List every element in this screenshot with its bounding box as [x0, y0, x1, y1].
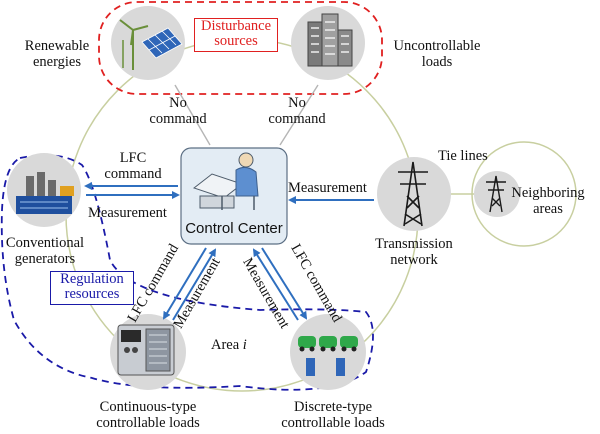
continuous-label-line1: Continuous-type	[99, 399, 197, 415]
control-center-label: Control Center	[185, 220, 283, 237]
uncontrollable-label-line2: loads	[421, 54, 453, 70]
disturbance-sources-label: Disturbance sources	[194, 18, 278, 52]
uncontrollable-label: Uncontrollable loads	[382, 38, 492, 70]
renewable-label-line2: energies	[32, 54, 82, 70]
transmission-node	[377, 157, 451, 231]
area-label: Area i	[211, 337, 247, 353]
discrete-node	[290, 314, 366, 390]
regulation-label-line2: resources	[64, 286, 120, 302]
transmission-label: Transmission network	[368, 236, 460, 268]
discrete-label-line2: controllable loads	[281, 415, 385, 431]
appliance-icon	[117, 324, 175, 376]
link-renewable-cc	[174, 84, 211, 146]
regulation-group	[0, 154, 374, 391]
area-label-index: i	[242, 337, 247, 353]
area-label-prefix: Area	[211, 337, 243, 353]
continuous-label: Continuous-type controllable loads	[66, 399, 230, 431]
transmission-label-line1: Transmission	[375, 236, 453, 252]
renewable-label-line1: Renewable	[24, 38, 90, 54]
arrow-meas-from-discrete	[252, 248, 299, 321]
transmission-tower-icon	[398, 161, 428, 227]
arrow-meas-from-continuous	[172, 248, 217, 321]
measurement-right-label: Measurement	[288, 180, 367, 196]
regulation-resources-label: Regulation resources	[50, 271, 134, 305]
renewable-label: Renewable energies	[12, 38, 102, 70]
power-plant-icon	[16, 172, 74, 214]
neighboring-tower-icon	[486, 175, 506, 213]
disturbance-group	[98, 1, 383, 95]
regulation-label-line1: Regulation	[60, 271, 124, 287]
neighboring-node	[474, 171, 520, 217]
arrow-lfc-to-continuous	[162, 247, 207, 320]
tie-lines-label: Tie lines	[438, 148, 488, 164]
measurement-left-label: Measurement	[88, 205, 167, 221]
lfc-command-line1: LFC	[119, 150, 147, 166]
neighboring-label-line1: Neighboring	[511, 185, 585, 201]
no-command-right-line2: command	[268, 111, 326, 127]
operator-icon	[192, 152, 259, 210]
solar-panel-icon	[141, 27, 183, 59]
buildings-icon	[307, 13, 353, 67]
transmission-label-line2: network	[390, 252, 438, 268]
conventional-label: Conventional generators	[0, 235, 90, 267]
electric-vehicles-icon	[298, 336, 358, 376]
uncontrollable-label-line1: Uncontrollable	[393, 38, 481, 54]
no-command-left-line1: No	[169, 95, 187, 111]
arrow-lfc-to-discrete	[261, 247, 308, 320]
no-command-left-line2: command	[149, 111, 207, 127]
conventional-label-line2: generators	[14, 251, 76, 267]
continuous-label-line2: controllable loads	[96, 415, 200, 431]
wind-turbine-icon	[119, 19, 149, 70]
disturbance-label-line1: Disturbance	[200, 18, 272, 34]
lfc-command-label: LFC command	[98, 150, 168, 182]
no-command-right-label: No command	[262, 95, 332, 127]
no-command-left-label: No command	[143, 95, 213, 127]
disturbance-label-line2: sources	[214, 33, 258, 49]
conventional-label-line1: Conventional	[5, 235, 85, 251]
link-uncontrollable-cc	[279, 84, 319, 146]
discrete-label-line1: Discrete-type	[293, 399, 373, 415]
no-command-right-line1: No	[288, 95, 306, 111]
neighboring-label-line2: areas	[533, 201, 563, 217]
lfc-command-line2: command	[104, 166, 162, 182]
discrete-label: Discrete-type controllable loads	[258, 399, 408, 431]
neighboring-label: Neighboring areas	[503, 185, 593, 217]
